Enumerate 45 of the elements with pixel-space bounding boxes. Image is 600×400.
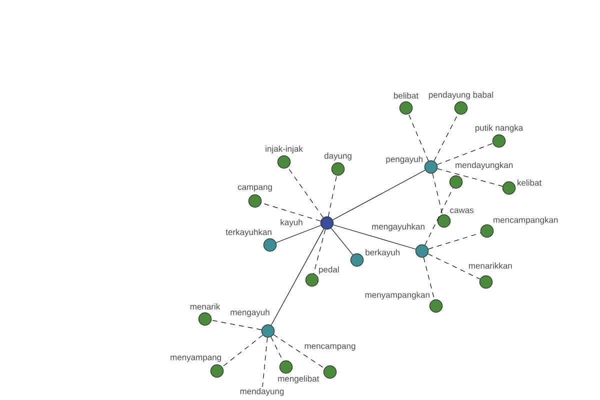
node-label: menarik: [190, 303, 220, 310]
node-label: kayuh: [280, 219, 302, 227]
connector-line: [432, 173, 443, 215]
node-label: cawas: [450, 208, 474, 214]
node-label: mencampang: [304, 344, 356, 351]
node-label: kelibat: [518, 179, 542, 186]
connector-line: [273, 334, 325, 369]
node-label: mengayuhkan: [372, 223, 424, 232]
connector-line: [313, 229, 326, 274]
connector-line: [211, 320, 262, 330]
connector-line: [328, 175, 337, 217]
node-label: menarikkan: [469, 262, 512, 269]
node-label: putik nangka: [475, 124, 524, 132]
node-label: dayung: [324, 152, 352, 160]
connector-line: [288, 167, 324, 218]
node-label: berkayuh: [366, 249, 400, 258]
node-label: belibat: [394, 92, 418, 99]
node-label: menyampangkan: [365, 292, 430, 300]
node-label: pedal: [319, 266, 339, 274]
node-label: menyampang: [170, 356, 221, 362]
node-label: mengelibat: [278, 375, 320, 384]
connector-line: [428, 254, 480, 280]
connector-line: [408, 114, 429, 162]
connector-line: [276, 225, 322, 243]
connector-line: [423, 257, 435, 300]
node-label: mendayung: [240, 388, 284, 396]
connector-line: [222, 334, 264, 368]
connector-line: [424, 188, 454, 246]
node-label: terkayuhkan: [226, 228, 272, 237]
node-label: mendayungkan: [456, 162, 513, 170]
connector-line: [436, 143, 494, 165]
node-label: campang: [238, 185, 272, 192]
connector-line: [262, 337, 268, 388]
connector-line: [270, 228, 324, 326]
node-label: injak-injak: [266, 146, 303, 154]
node-label: pengayuh: [386, 156, 422, 164]
connector-line: [428, 232, 481, 250]
connector-line: [332, 170, 426, 220]
node-label: pendayung babal: [428, 92, 494, 100]
connector-line: [437, 168, 503, 187]
connector-line: [330, 228, 354, 256]
connector-line: [333, 224, 416, 250]
node-label: mengayuh: [230, 309, 270, 317]
node-label: mencampangkan: [494, 216, 558, 225]
connector-line: [434, 114, 458, 162]
